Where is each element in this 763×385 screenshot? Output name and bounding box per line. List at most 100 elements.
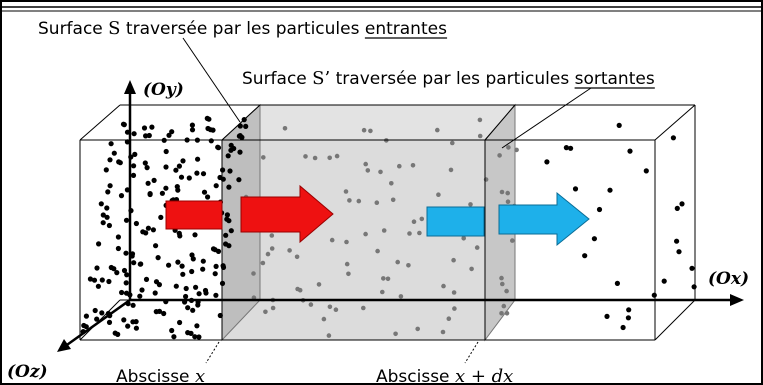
particle-dot bbox=[158, 214, 164, 220]
particle-dot bbox=[173, 167, 179, 173]
particle-dot bbox=[203, 290, 209, 296]
particle-dot bbox=[361, 127, 367, 133]
particle-dot bbox=[189, 252, 195, 258]
particle-dot bbox=[374, 200, 380, 205]
particle-dot bbox=[344, 261, 350, 267]
particle-dot bbox=[153, 243, 159, 249]
particle-dot bbox=[81, 322, 87, 329]
particle-dot bbox=[406, 263, 411, 268]
blue-arrow bbox=[498, 191, 590, 247]
particle-dot bbox=[183, 285, 189, 292]
particle-dot bbox=[469, 266, 474, 272]
particle-dot bbox=[411, 219, 417, 224]
particle-dot bbox=[99, 310, 105, 316]
particle-dot bbox=[171, 334, 177, 340]
particle-dot bbox=[123, 290, 130, 296]
particle-dot bbox=[563, 145, 570, 151]
particle-dot bbox=[120, 121, 127, 127]
particle-dot bbox=[194, 323, 200, 329]
particle-dot bbox=[287, 248, 292, 253]
axis-x-label: (Ox) bbox=[708, 269, 749, 289]
particle-dot bbox=[440, 329, 446, 335]
particle-dot bbox=[381, 276, 386, 281]
particle-dot bbox=[208, 138, 214, 144]
particle-dot bbox=[204, 115, 210, 121]
particle-dot bbox=[186, 175, 192, 181]
particle-dot bbox=[96, 241, 102, 247]
particle-dot bbox=[591, 236, 598, 242]
particle-dot bbox=[510, 238, 515, 243]
particle-dot bbox=[451, 290, 457, 295]
particle-dot bbox=[236, 177, 242, 183]
particle-dot bbox=[674, 205, 680, 211]
axis-x-arrowhead bbox=[730, 294, 744, 306]
particle-dot bbox=[499, 189, 505, 195]
particle-dot bbox=[156, 308, 163, 314]
surface-s-prime-label: Surface S’ traversée par les particules … bbox=[242, 68, 655, 89]
particle-dot bbox=[477, 133, 483, 139]
particle-dot bbox=[596, 206, 603, 213]
particle-dot bbox=[180, 158, 186, 164]
particle-dot bbox=[468, 202, 473, 207]
particle-dot bbox=[689, 265, 695, 271]
particle-dot bbox=[368, 128, 373, 134]
particle-dot bbox=[192, 232, 198, 238]
particle-dot bbox=[251, 271, 256, 276]
particle-dot bbox=[626, 307, 632, 313]
particle-dot bbox=[137, 293, 143, 299]
particle-dot bbox=[95, 283, 101, 289]
particle-dot bbox=[143, 276, 150, 282]
particle-dot bbox=[260, 260, 266, 266]
particle-dot bbox=[312, 155, 318, 161]
particle-dot bbox=[124, 187, 130, 193]
particle-dot bbox=[195, 156, 201, 162]
particle-dot bbox=[215, 144, 221, 150]
particle-dot bbox=[144, 165, 150, 171]
particle-dot bbox=[294, 254, 300, 260]
particle-dot bbox=[178, 174, 185, 180]
pointer-surface-s bbox=[182, 37, 241, 123]
particle-dot bbox=[441, 283, 446, 289]
particle-dot bbox=[131, 260, 137, 266]
particle-dot bbox=[196, 291, 202, 297]
particle-dot bbox=[436, 192, 441, 197]
particle-dot bbox=[381, 228, 387, 233]
particle-dot bbox=[504, 311, 510, 316]
particle-dot bbox=[223, 232, 229, 238]
red-arrow-stub bbox=[165, 200, 223, 230]
particle-dot bbox=[133, 325, 139, 331]
particle-dot bbox=[94, 316, 100, 322]
axis-z bbox=[63, 298, 131, 349]
particle-dot bbox=[395, 259, 401, 265]
particle-dot bbox=[145, 225, 151, 231]
particle-dot bbox=[474, 245, 480, 250]
particle-dot bbox=[106, 278, 112, 285]
particle-dot bbox=[146, 132, 152, 139]
particle-dot bbox=[106, 319, 113, 325]
particle-dot bbox=[237, 149, 243, 155]
particle-dot bbox=[419, 216, 425, 222]
particle-dot bbox=[343, 189, 349, 194]
particle-dot bbox=[568, 145, 574, 151]
particle-dot bbox=[119, 289, 125, 296]
particle-dot bbox=[213, 263, 219, 269]
particle-dot bbox=[132, 151, 138, 157]
particle-dot bbox=[183, 293, 189, 300]
particle-dot bbox=[321, 316, 327, 322]
particle-dot bbox=[397, 163, 402, 169]
particle-dot bbox=[679, 201, 685, 207]
particle-dot bbox=[627, 148, 633, 154]
particle-dot bbox=[674, 238, 680, 244]
particle-dot bbox=[213, 292, 219, 298]
particle-dot bbox=[220, 167, 226, 173]
particle-dot bbox=[163, 185, 169, 191]
particle-dot bbox=[607, 187, 613, 193]
particle-dot bbox=[114, 270, 120, 276]
particle-dot bbox=[100, 220, 106, 226]
particle-dot bbox=[651, 292, 657, 298]
particle-dot bbox=[380, 289, 385, 295]
slab-front-face bbox=[222, 140, 485, 340]
particle-dot bbox=[169, 129, 175, 135]
particle-dot bbox=[327, 304, 333, 310]
